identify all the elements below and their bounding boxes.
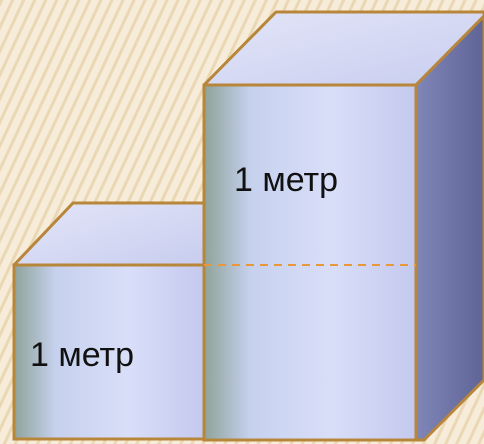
tall-cube-right-face (414, 14, 484, 442)
short-cube (12, 201, 206, 441)
short-cube-label: 1 метр (30, 336, 134, 374)
tall-cube (202, 10, 484, 442)
tall-cube-front-face (202, 83, 418, 442)
tall-cube-label: 1 метр (234, 161, 338, 199)
short-cube-front-face (12, 263, 206, 441)
